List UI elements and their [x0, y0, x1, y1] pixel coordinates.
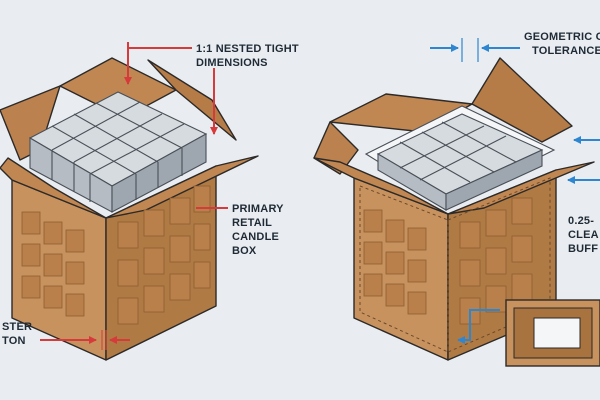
right-inset-cross-section	[505, 299, 600, 367]
primary-label-line1: PRIMARY	[232, 203, 284, 215]
left-left-flap	[0, 85, 61, 161]
left-front-flap	[0, 157, 107, 219]
right-candle-grid	[364, 105, 556, 211]
clear-label-line1: 0.25-	[568, 215, 594, 227]
master-label-line1: STER	[2, 321, 32, 333]
primary-label-line4: BOX	[232, 245, 257, 257]
primary-label-line3: CANDLE	[232, 231, 279, 243]
geometric-label-line2: TOLERANCE	[532, 45, 600, 57]
master-label-line2: TON	[2, 335, 26, 347]
left-candle-grid	[28, 91, 208, 213]
left-side-flap	[105, 155, 259, 219]
right-callout-arrows	[430, 38, 600, 344]
nested-label-line2: DIMENSIONS	[196, 57, 268, 69]
left-callout-arrows	[40, 42, 228, 350]
right-dashed-liner	[359, 185, 449, 353]
right-right-flap	[471, 57, 573, 143]
inset-leader	[457, 309, 500, 344]
clear-label-line2: CLEA	[568, 229, 599, 241]
clear-label-line3: BUFF	[568, 243, 598, 255]
nested-label-line1: 1:1 NESTED TIGHT	[196, 43, 299, 55]
right-cell-pattern	[363, 197, 533, 325]
right-grid-side	[445, 149, 543, 211]
left-cell-pattern	[21, 185, 211, 325]
geometric-label-line1: GEOMETRIC OF	[524, 31, 600, 43]
right-front-flap	[313, 157, 449, 215]
primary-label-line2: RETAIL	[232, 217, 272, 229]
